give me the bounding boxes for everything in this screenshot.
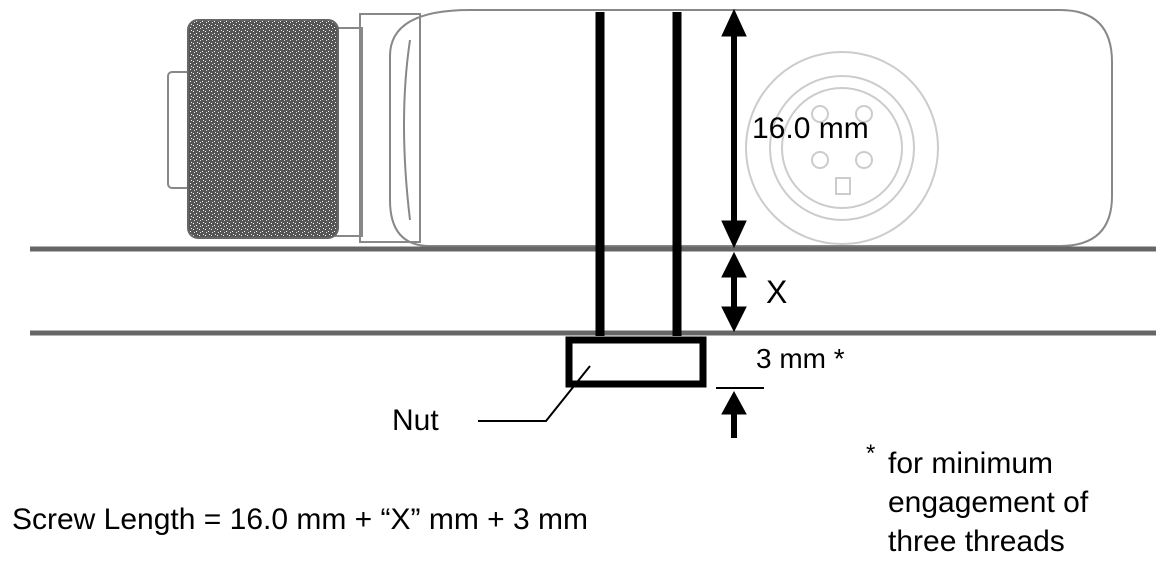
height-dimension-label: 16.0 mm [752,112,869,145]
footnote-asterisk: * [866,440,876,467]
nut-dimension-label: 3 mm * [756,343,845,374]
footnote-line: engagement of [888,486,1089,519]
footnote-line: three threads [888,525,1065,558]
nut [565,336,707,388]
nut-label: Nut [392,404,439,437]
panel-thickness-label: X [766,274,788,310]
nut-leader-line [478,365,591,422]
connector-housing [167,9,1113,247]
knurled-nut [187,19,339,239]
dim-16-arrow [721,8,747,249]
formula-text: Screw Length = 16.0 mm + “X” mm + 3 mm [12,503,589,536]
dim-x-arrow [721,251,747,333]
connector-face [745,51,939,245]
footnote-text: for minimum engagement of three threads [888,444,1156,561]
footnote-line: for minimum [888,447,1054,480]
dim-3-marks [716,387,764,438]
